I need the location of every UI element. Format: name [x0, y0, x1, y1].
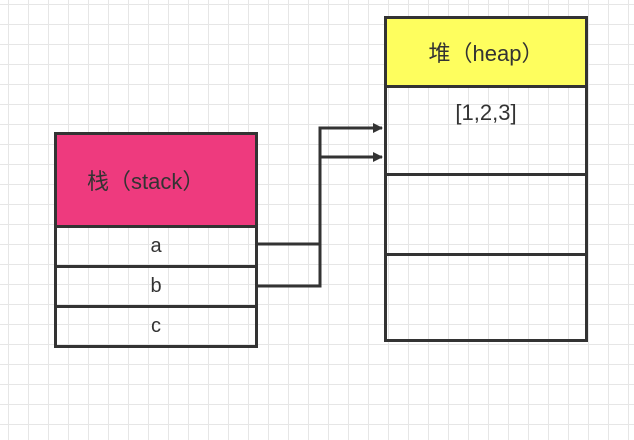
heap-title: 堆（heap）: [428, 41, 544, 66]
heap-header: 堆（heap）: [384, 16, 588, 88]
stack-cell-label: c: [151, 315, 161, 337]
heap-cell-empty-2: [384, 253, 588, 342]
stack-title: 栈（stack）: [87, 169, 205, 194]
stack-cell-label: b: [150, 275, 162, 297]
heap-cell-value: [1,2,3]: [455, 99, 517, 125]
arrow-b-to-array: [258, 152, 383, 288]
stack-header: 栈（stack）: [54, 132, 258, 228]
stack-cell-label: a: [150, 235, 162, 257]
stack-cell-c: c: [54, 305, 258, 348]
